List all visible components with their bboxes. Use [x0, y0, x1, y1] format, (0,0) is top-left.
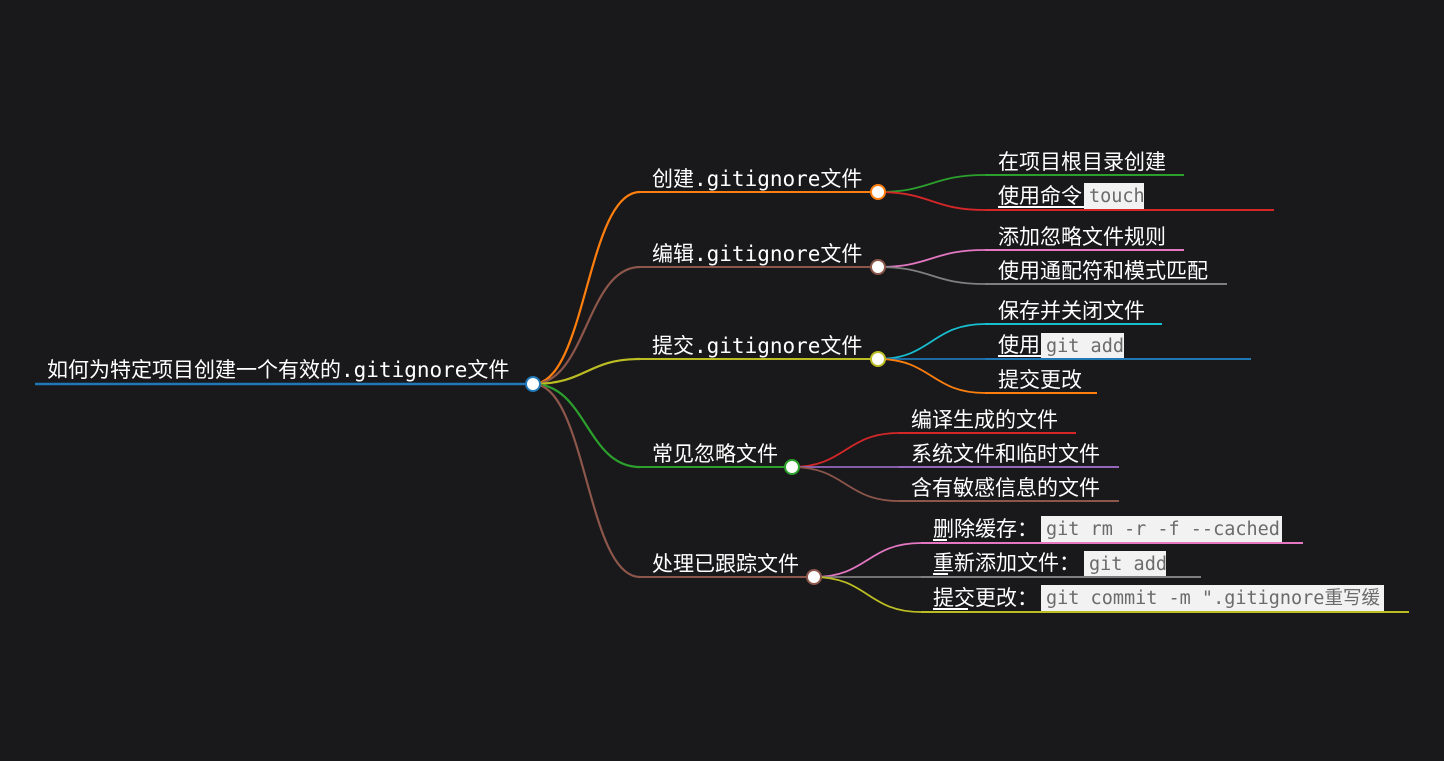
- touch-code-text: touch: [1089, 186, 1145, 207]
- node-create-in-root-dir: 在项目根目录创建: [985, 150, 1184, 176]
- node-commit-changes-rewrite: 提交更改： git commit -m ".gitignore重写缓: [921, 585, 1409, 613]
- node-commit-changes: 提交更改: [985, 368, 1097, 394]
- link-common-to-sensitive: [791, 466, 900, 502]
- node-re-add-files: 重新添加文件： git add: [921, 551, 1201, 578]
- node-remove-cache: 删除缓存： git rm -r -f --cached: [921, 516, 1303, 544]
- common-ignored-files-toggle-circle[interactable]: [784, 459, 800, 475]
- git-rm-cached-code-text: git rm -r -f --cached: [1046, 519, 1280, 540]
- link-root-to-commit-gitignore: [532, 357, 641, 386]
- commit-gitignore-label: 提交.gitignore文件: [652, 334, 862, 358]
- handle-tracked-files-toggle-circle[interactable]: [806, 569, 822, 585]
- node-use-wildcards-patterns: 使用通配符和模式匹配: [985, 259, 1227, 285]
- link-root-to-handle-tracked-files: [532, 382, 641, 579]
- commit-changes-rewrite-label: 提交更改：: [933, 586, 1038, 610]
- use-wildcards-patterns-label: 使用通配符和模式匹配: [998, 259, 1208, 283]
- handle-tracked-files-label: 处理已跟踪文件: [652, 552, 799, 576]
- node-root: 如何为特定项目创建一个有效的.gitignore文件: [35, 358, 533, 386]
- node-create-gitignore: 创建.gitignore文件: [640, 167, 878, 193]
- common-ignored-files-label: 常见忽略文件: [652, 442, 778, 466]
- git-commit-code-box: [1041, 585, 1384, 611]
- remove-cache-label: 删除缓存：: [933, 517, 1038, 541]
- create-in-root-dir-label: 在项目根目录创建: [998, 150, 1166, 174]
- use-git-add-label: 使用: [998, 333, 1040, 357]
- root-toggle-circle[interactable]: [525, 376, 541, 392]
- edit-gitignore-toggle-circle[interactable]: [870, 259, 886, 275]
- node-commit-gitignore: 提交.gitignore文件: [640, 334, 878, 360]
- link-root-to-create-gitignore: [532, 190, 641, 386]
- re-add-files-label: 重新添加文件：: [933, 551, 1080, 575]
- commit-changes-label: 提交更改: [998, 368, 1082, 392]
- link-root-to-edit-gitignore: [532, 265, 641, 386]
- create-gitignore-label: 创建.gitignore文件: [652, 167, 862, 191]
- link-root-to-common-ignored-files: [532, 382, 641, 469]
- link-create-to-root-dir: [877, 174, 986, 193]
- node-edit-gitignore: 编辑.gitignore文件: [640, 242, 878, 268]
- link-common-to-compiled: [791, 432, 900, 468]
- system-temp-files-label: 系统文件和临时文件: [911, 442, 1100, 466]
- node-save-and-close-file: 保存并关闭文件: [985, 299, 1162, 325]
- git-rm-cached-code-box: [1041, 516, 1282, 542]
- link-create-to-touch-command: [877, 191, 986, 211]
- node-use-touch-command: 使用命令 touch: [985, 183, 1274, 211]
- add-ignore-rules-label: 添加忽略文件规则: [998, 225, 1166, 249]
- links: [532, 174, 986, 613]
- touch-code-box: [1084, 183, 1144, 209]
- git-add-code-text: git add: [1046, 336, 1124, 357]
- node-system-temp-files: 系统文件和临时文件: [899, 442, 1119, 468]
- git-add-again-code-text: git add: [1089, 554, 1167, 575]
- toggle-circles: [525, 184, 886, 585]
- compiled-files-label: 编译生成的文件: [911, 408, 1058, 432]
- node-handle-tracked-files: 处理已跟踪文件: [640, 552, 814, 578]
- save-and-close-file-label: 保存并关闭文件: [998, 299, 1145, 323]
- node-compiled-files: 编译生成的文件: [899, 408, 1076, 434]
- node-use-git-add: 使用 git add: [985, 333, 1251, 360]
- link-commit-to-save-close: [877, 323, 986, 360]
- link-tracked-to-commit-rewrite: [813, 576, 922, 613]
- node-common-ignored-files: 常见忽略文件: [640, 442, 792, 468]
- link-tracked-to-remove-cache: [813, 542, 922, 578]
- link-commit-to-commit-changes: [877, 358, 986, 394]
- node-add-ignore-rules: 添加忽略文件规则: [985, 225, 1184, 251]
- create-gitignore-toggle-circle[interactable]: [870, 184, 886, 200]
- link-edit-to-add-rules: [877, 249, 986, 268]
- node-sensitive-info-files: 含有敏感信息的文件: [899, 476, 1119, 502]
- git-add-code-box: [1041, 333, 1124, 358]
- commit-gitignore-toggle-circle[interactable]: [870, 351, 886, 367]
- git-add-again-code-box: [1084, 551, 1166, 576]
- root-label: 如何为特定项目创建一个有效的.gitignore文件: [47, 358, 509, 382]
- sensitive-info-files-label: 含有敏感信息的文件: [911, 476, 1100, 500]
- link-edit-to-wildcards: [877, 266, 986, 285]
- edit-gitignore-label: 编辑.gitignore文件: [652, 242, 862, 266]
- git-commit-code-text: git commit -m ".gitignore重写缓: [1046, 588, 1380, 609]
- use-touch-command-label: 使用命令: [998, 184, 1082, 208]
